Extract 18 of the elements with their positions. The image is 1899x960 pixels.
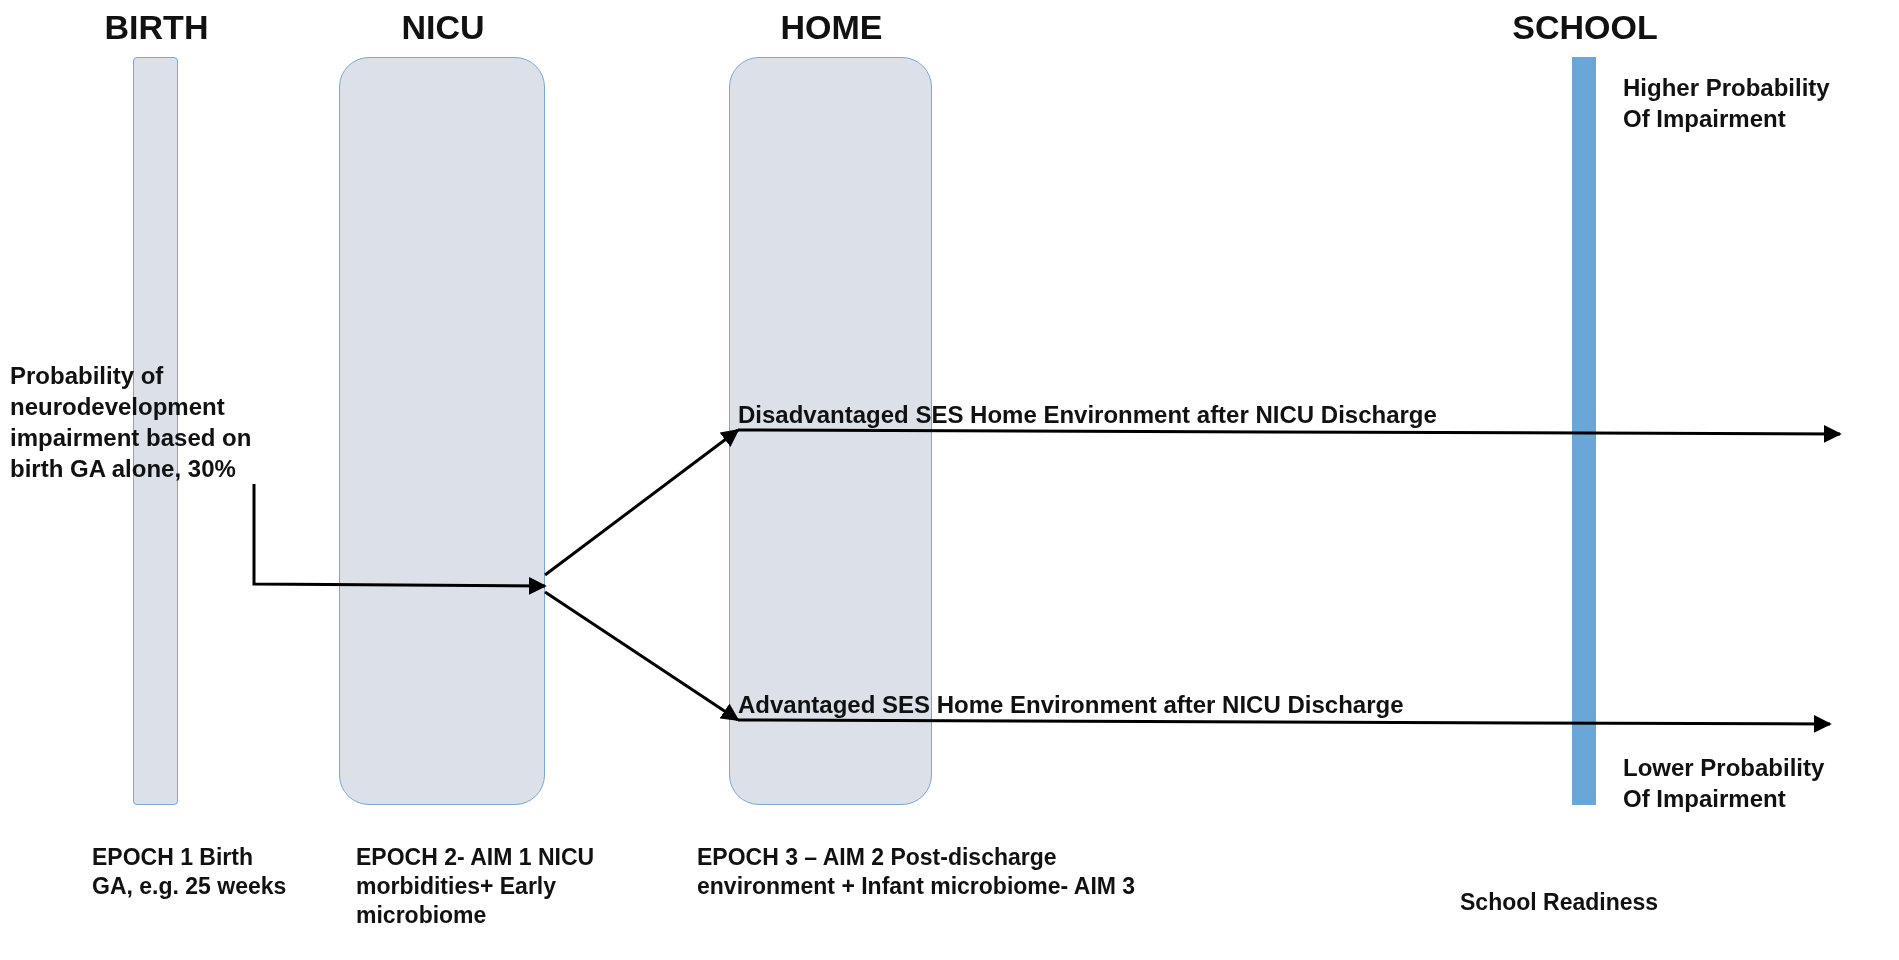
outcome-label: Lower Probability Of Impairment <box>1623 753 1826 814</box>
pathway-label: Advantaged SES Home Environment after NICU Discharge <box>738 689 1498 720</box>
epoch-description: EPOCH 3 – AIM 2 Post-discharge environment + Infant microbiome- AIM 3 <box>697 843 1137 901</box>
column-heading: NICU <box>401 8 485 47</box>
column-heading: HOME <box>780 8 883 47</box>
outcome-label: Higher Probability Of Impairment <box>1623 73 1831 134</box>
arrow <box>252 484 547 595</box>
arrow <box>544 590 740 722</box>
epoch-description: EPOCH 1 Birth GA, e.g. 25 weeks <box>92 843 288 901</box>
epoch-description: School Readiness <box>1460 888 1660 917</box>
pathway-label: Disadvantaged SES Home Environment after NICU Discharge <box>738 399 1528 430</box>
column-heading: SCHOOL <box>1512 8 1658 47</box>
epoch-description: EPOCH 2- AIM 1 NICU morbidities+ Early microbiome <box>356 843 596 930</box>
arrow <box>738 714 1832 733</box>
arrow <box>738 424 1842 443</box>
annotation-text: Probability of neurodevelopment impairment based on birth GA alone, 30% <box>10 360 300 484</box>
arrow <box>544 428 740 577</box>
column-heading: BIRTH <box>104 8 209 47</box>
